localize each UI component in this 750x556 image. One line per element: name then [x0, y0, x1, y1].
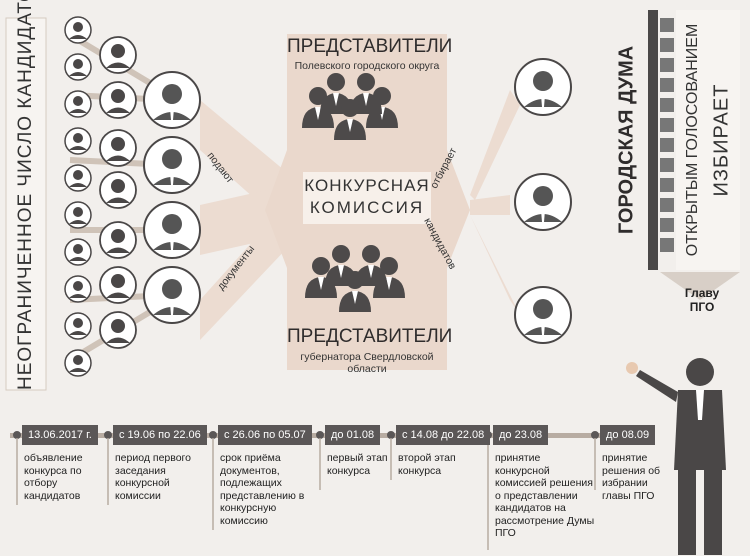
left-title: НЕОГРАНИЧЕННОЕ ЧИСЛО КАНДИДАТОВ [15, 0, 36, 390]
timeline-text-7: принятие решения об избрании главы ПГО [602, 452, 661, 502]
representatives-bottom-title: ПРЕДСТАВИТЕЛИ [287, 326, 453, 347]
timeline-date-5: с 14.08 до 22.08 [396, 425, 491, 445]
timeline-text-4: первый этап конкурса [327, 452, 388, 477]
timeline-date-3: с 26.06 по 05.07 [218, 425, 312, 445]
timeline-text-2: период первого заседания конкурсной коми… [115, 452, 191, 502]
elects-head-label: Главу ПГО [684, 286, 720, 314]
timeline-text-6: принятие конкурсной комиссией решения о … [495, 452, 595, 539]
duma-line2: ИЗБИРАЕТ [710, 83, 733, 197]
commission-line1: КОНКУРСНАЯ [304, 176, 430, 195]
timeline-date-6: до 23.08 [493, 425, 549, 445]
timeline-text-5: второй этап конкурса [398, 452, 456, 477]
representatives-top-subtitle: Полевского городского округа [294, 60, 440, 72]
commission-line2: КОМИССИЯ [309, 198, 425, 217]
timeline-date-1: 13.06.2017 г. [22, 425, 98, 445]
duma-title: ГОРОДСКАЯ ДУМА [615, 45, 638, 235]
representatives-top-title: ПРЕДСТАВИТЕЛИ [287, 36, 453, 57]
timeline-text-3: срок приёма документов, подлежащих предс… [220, 452, 305, 527]
duma-line1: ОТКРЫТЫМ ГОЛОСОВАНИЕМ [684, 23, 701, 257]
timeline-date-4: до 01.08 [325, 425, 381, 445]
representatives-bottom-subtitle: губернатора Свердловской области [300, 351, 434, 375]
timeline-date-2: с 19.06 по 22.06 [113, 425, 207, 445]
timeline-date-7: до 08.09 [600, 425, 656, 445]
left-title-band: НЕОГРАНИЧЕННОЕ ЧИСЛО КАНДИДАТОВ [6, 0, 46, 390]
timeline-text-1: объявление конкурса по отбору кандидатов [24, 452, 83, 502]
